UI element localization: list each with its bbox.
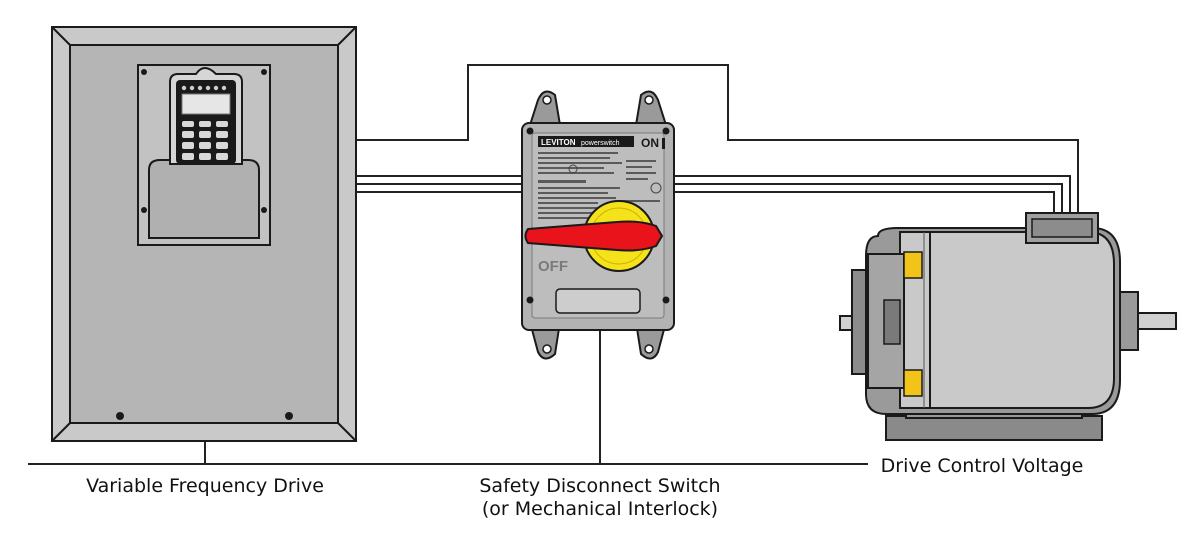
label-window: [555, 288, 641, 314]
screw-icon: [116, 412, 124, 420]
display-screen: [181, 93, 231, 115]
switch-label-line1: Safety Disconnect Switch: [479, 475, 721, 497]
warning-fine-print: [538, 152, 660, 219]
motor-accent: [903, 369, 923, 397]
off-indicator: OFF: [538, 258, 568, 275]
vfd-keypad: [176, 80, 236, 164]
brand-text: LEVITON: [541, 138, 576, 147]
brand-bar: [538, 136, 634, 147]
on-indicator: ON: [641, 136, 659, 150]
mounting-tab-top-left: [528, 90, 562, 126]
motor-accent: [903, 251, 923, 279]
motor-label: Drive Control Voltage: [880, 455, 1084, 477]
status-led-icon: [181, 85, 227, 91]
mounting-tab-top-right: [634, 90, 668, 126]
keypad-buttons: [182, 121, 228, 160]
control-wires: [356, 64, 1079, 215]
certification-icon: [568, 164, 578, 174]
switch-handle: [524, 220, 664, 252]
motor-shaft: [1135, 312, 1177, 330]
vfd-label: Variable Frequency Drive: [86, 475, 324, 497]
ground-wires: [28, 330, 868, 465]
motor: [839, 212, 1177, 441]
sub-brand-text: powerswitch: [581, 140, 620, 147]
mounting-tab-bottom-left: [528, 321, 562, 360]
motor-base: [885, 415, 1103, 441]
screw-icon: [285, 412, 293, 420]
switch-label-line2: (or Mechanical Interlock): [481, 498, 719, 520]
mounting-tab-bottom-right: [634, 321, 668, 360]
certification-icon: [650, 182, 662, 194]
disconnect-switch: LEVITON powerswitch ON OFF: [521, 90, 675, 360]
